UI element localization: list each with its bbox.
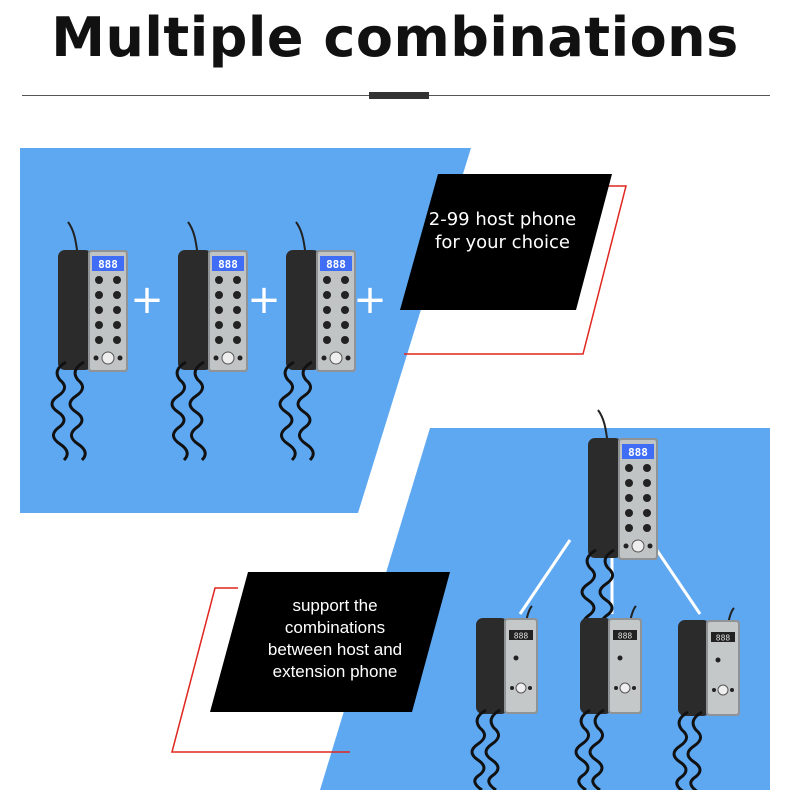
plus-sign-1: + [130,277,164,323]
host-choice-text: 2-99 host phone for your choice [410,208,595,254]
top-banner [400,174,612,310]
bottom-banner-red-outline [171,587,350,753]
plus-sign-3: + [353,277,387,323]
page-title: Multiple combinations [51,6,739,69]
host-choice-line-1: 2-99 host phone [428,209,577,230]
combination-line-1: support the [292,596,378,615]
combination-line-4: extension phone [272,662,398,681]
top-banner-red-outline [404,185,627,355]
title-divider-accent [369,92,429,99]
plus-sign-2: + [247,277,281,323]
bottom-banner [210,572,450,712]
host-choice-line-2: for your choice [435,232,570,253]
connector-left [518,539,572,615]
connector-right [648,539,702,615]
combination-line-3: between host and [267,640,403,659]
combination-text: support the combinations between host an… [235,595,435,683]
combination-line-2: combinations [284,618,386,637]
